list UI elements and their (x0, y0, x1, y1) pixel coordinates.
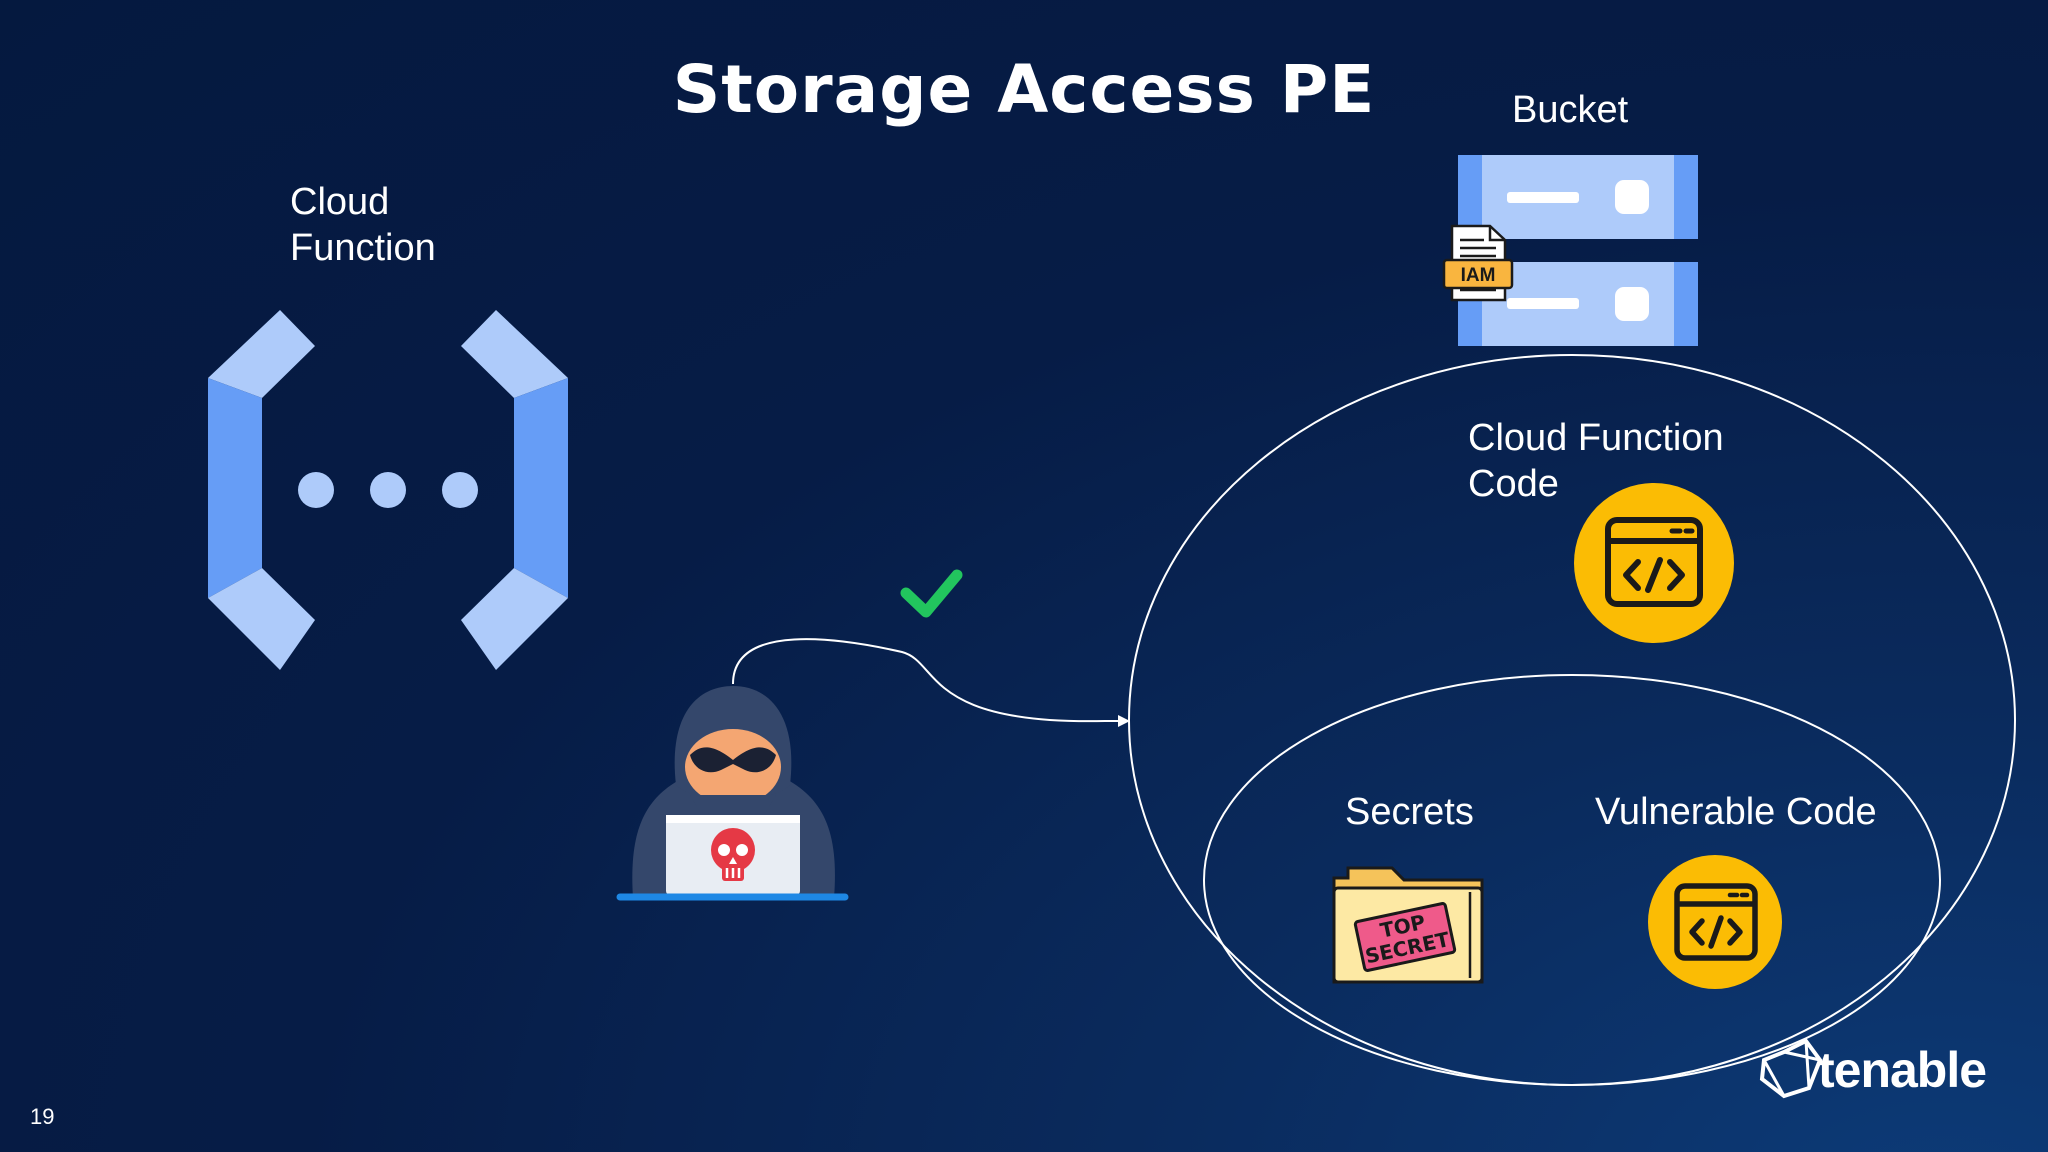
iam-document-icon: IAM (1442, 224, 1514, 302)
hacker-icon (616, 686, 849, 901)
top-secret-folder-icon: TOP SECRET (1332, 866, 1484, 984)
slide-title: Storage Access PE (672, 51, 1376, 128)
code-window-icon (1574, 483, 1734, 643)
vulnerable-code-label: Vulnerable Code (1595, 791, 1877, 833)
secrets-boundary (1203, 674, 1941, 1086)
secrets-label: Secrets (1345, 791, 1474, 833)
page-number: 19 (30, 1104, 55, 1129)
iam-badge-text: IAM (1461, 265, 1496, 286)
access-arrow (732, 638, 1130, 727)
cloud-function-code-label: Cloud Function Code (1468, 417, 1724, 505)
tenable-logo-icon (1759, 1038, 1823, 1099)
cloud-function-label: Cloud Function (290, 181, 436, 269)
bucket-label: Bucket (1512, 89, 1629, 131)
vulnerable-code-icon (1648, 855, 1782, 989)
cloud-function-icon (208, 310, 568, 670)
checkmark-icon (900, 569, 963, 618)
cloud-function-code-boundary (1128, 354, 2016, 1086)
tenable-brand: tenable (1818, 1042, 1987, 1098)
